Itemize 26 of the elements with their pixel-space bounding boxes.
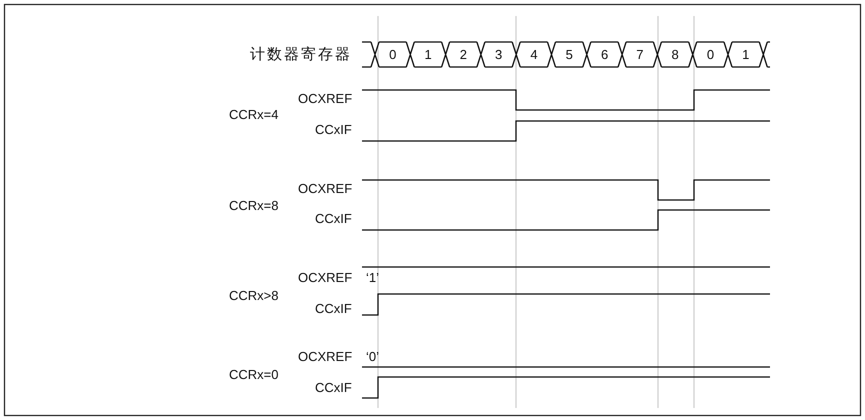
counter-value: 1 — [424, 46, 432, 62]
case-label: CCRx=8 — [229, 198, 278, 212]
signal-label: OCXREF — [298, 90, 352, 106]
signal-label: CCxIF — [315, 122, 352, 136]
signal-label: CCxIF — [315, 380, 352, 394]
level-value: ‘1’ — [366, 270, 380, 284]
signal-label: OCXREF — [298, 270, 352, 284]
counter-value: 7 — [636, 46, 644, 62]
row-label: 计数器寄存器 — [250, 46, 352, 62]
counter-value: 1 — [742, 46, 750, 62]
counter-value: 0 — [706, 46, 714, 62]
counter-value: 8 — [672, 46, 679, 62]
signal-label: OCXREF — [298, 348, 352, 364]
signal-label: OCXREF — [298, 180, 352, 196]
case-label: CCRx>8 — [229, 288, 278, 302]
counter-value: 2 — [460, 46, 467, 62]
signal-label: CCxIF — [315, 300, 352, 316]
counter-value: 6 — [600, 46, 608, 62]
case-label: CCRx=4 — [229, 106, 278, 122]
signal-label: CCxIF — [315, 210, 352, 226]
counter-value: 3 — [495, 46, 502, 62]
counter-value: 5 — [566, 46, 573, 62]
level-value: ‘0’ — [366, 348, 380, 364]
case-label: CCRx=0 — [229, 366, 278, 382]
counter-value: 4 — [530, 46, 538, 62]
counter-value: 0 — [389, 46, 396, 62]
